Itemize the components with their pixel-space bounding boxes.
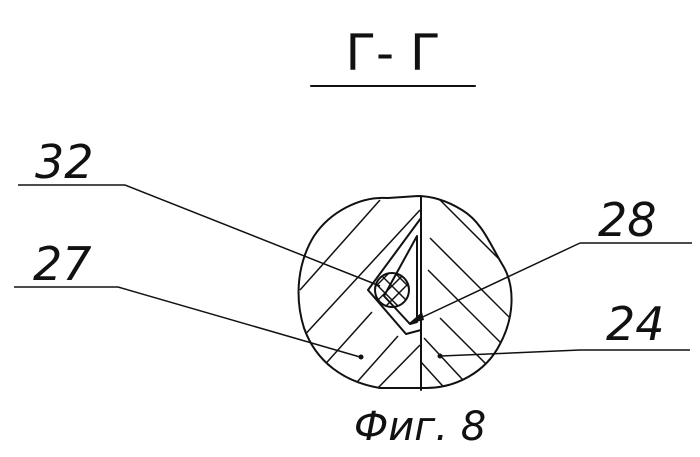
label-32: 32 [35,135,94,189]
triangular-inner [384,236,417,324]
label-27: 27 [33,237,92,291]
label-27-leader [118,287,360,357]
label-24-dot [438,354,443,359]
figure-caption: Фиг. 8 [354,404,486,450]
section-title: Г- Г [346,24,441,82]
label-28: 28 [598,193,657,247]
label-32-leader [125,185,380,286]
label-24-leader [441,350,580,356]
label-27-dot [359,355,364,360]
label-24: 24 [606,297,665,351]
circle-element [375,273,409,307]
